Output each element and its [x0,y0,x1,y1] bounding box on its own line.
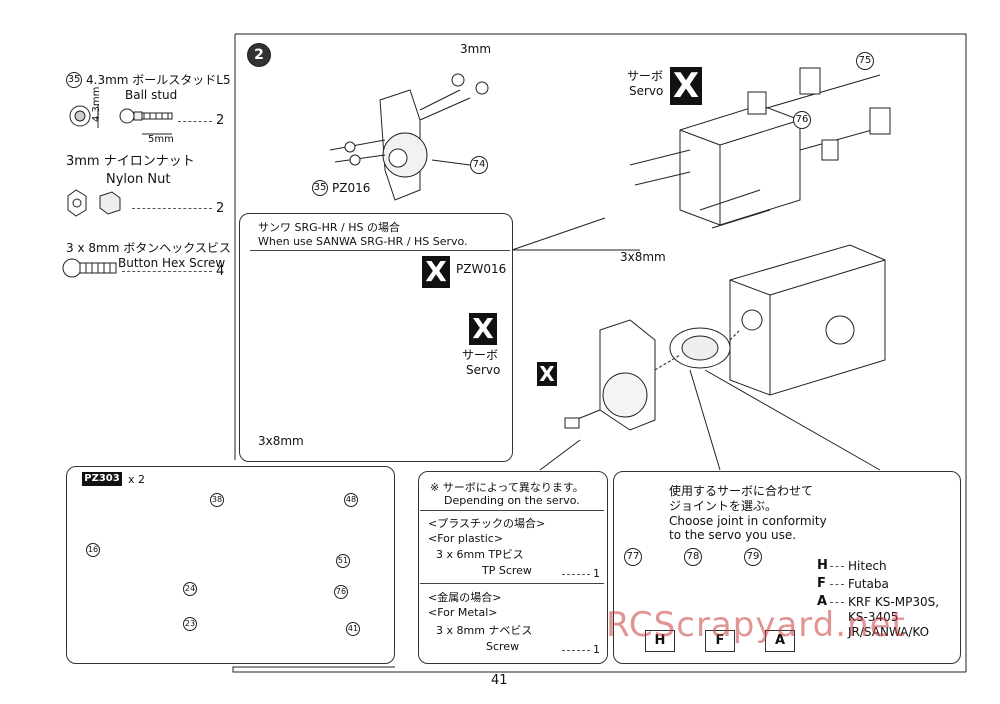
qty-leader [562,650,590,651]
ref-badge-79: 79 [744,548,762,566]
joint-line2-jp: ジョイントを選ぶ。 [669,499,778,513]
dep-plastic-jp: <プラスチックの場合> [428,517,546,530]
sanwa-inset-box [239,213,513,462]
part-ball-stud-en: Ball stud [125,88,178,102]
part-hex-screw-en: Button Hex Screw [118,256,226,270]
ref-badge-41: 41 [346,622,360,636]
ref-badge-35: 35 [312,180,328,196]
part-nylon-nut-jp: 3mm ナイロンナット [66,154,195,169]
legend-value-hitech: Hitech [848,559,887,573]
legend-value-krf: KRF KS-MP30S, [848,595,940,609]
part-nylon-nut-en: Nylon Nut [106,172,171,187]
dep-plastic-name: TP Screw [482,564,532,577]
servo-dependency-box [418,471,608,664]
legend-leader [830,584,844,585]
dep-plastic-size: 3 x 6mm TPビス [436,548,524,561]
joint-letter-f: F [705,630,735,652]
ref-badge-75: 75 [856,52,874,70]
qty-leader [132,208,212,209]
not-used-x-mark: X [469,313,497,345]
ref-badge-51: 51 [336,554,350,568]
dep-metal-en: <For Metal> [428,606,498,619]
qty-leader [562,574,590,575]
not-used-x-mark: X [670,67,702,105]
label-3mm: 3mm [460,42,492,56]
ref-badge-23: 23 [183,617,197,631]
not-used-x-mark: X [422,256,450,288]
dep-rule [420,583,604,584]
part-nylon-nut-qty: 2 [216,201,225,216]
legend-value-jr-sanwa: JR/SANWA/KO [848,625,930,639]
dep-rule [420,510,604,511]
ref-badge-35: 35 [66,72,82,88]
ref-badge-78: 78 [684,548,702,566]
legend-key-h: H [817,558,828,573]
part-hex-screw-qty: 4 [216,264,225,279]
qty-leader [122,271,212,272]
qty-leader [178,121,212,122]
sanwa-title-jp: サンワ SRG-HR / HS の場合 [258,221,400,234]
dep-metal-qty: 1 [593,643,600,656]
part-ball-stud-qty: 2 [216,113,225,128]
dep-plastic-qty: 1 [593,567,600,580]
dep-metal-jp: <金属の場合> [428,591,502,604]
sanwa-title-rule [250,250,510,251]
part-ball-stud-dim-b: 5mm [148,134,174,145]
sanwa-servo-en: Servo [466,363,501,377]
joint-line1-jp: 使用するサーボに合わせて [669,484,814,498]
legend-leader [830,602,844,603]
joint-line1-en: Choose joint in conformity [669,514,827,528]
legend-leader [830,566,844,567]
page-number: 41 [491,673,508,688]
not-used-x-mark: X [537,362,557,386]
ref-badge-38: 38 [210,493,224,507]
part-ball-stud-dim-a: 4.3mm [91,86,102,122]
label-pzw016: PZW016 [456,262,507,276]
sanwa-title-en: When use SANWA SRG-HR / HS Servo. [258,235,468,248]
ref-badge-76: 76 [793,111,811,129]
ref-badge-77: 77 [624,548,642,566]
dep-metal-name: Screw [486,640,520,653]
legend-value-futaba: Futaba [848,577,889,591]
dep-plastic-en: <For plastic> [428,532,504,545]
watermark: RCScrapyard.net [606,605,906,645]
joint-letter-a: A [765,630,795,652]
dep-note-en: Depending on the servo. [444,494,580,507]
legend-value-ks3405: KS-3405 [848,610,899,624]
label-pz016: PZ016 [332,181,371,195]
part-hex-screw-jp: 3 x 8mm ボタンヘックスビス [66,241,231,255]
pz303-qty: x 2 [128,473,146,486]
servo-label-jp: サーボ [627,69,664,83]
legend-key-f: F [817,576,826,591]
label-3x8mm: 3x8mm [620,250,666,264]
legend-key-a: A [817,594,828,609]
ref-badge-16: 16 [86,543,100,557]
ref-badge-48: 48 [344,493,358,507]
servo-label-en: Servo [629,84,664,98]
part-ball-stud-jp: 4.3mm ボールスタッドL5 [86,73,231,87]
sanwa-label-3x8mm: 3x8mm [258,434,304,448]
pz303-tag: PZ303 [82,472,122,486]
step-number: 2 [247,43,271,67]
dep-note-jp: ※ サーボによって異なります。 [430,481,584,494]
dep-metal-size: 3 x 8mm ナベビス [436,624,533,637]
ref-badge-74: 74 [470,156,488,174]
joint-letter-h: H [645,630,675,652]
ref-badge-24: 24 [183,582,197,596]
ref-badge-76: 76 [334,585,348,599]
sanwa-servo-jp: サーボ [462,348,499,362]
joint-line2-en: to the servo you use. [669,528,797,542]
